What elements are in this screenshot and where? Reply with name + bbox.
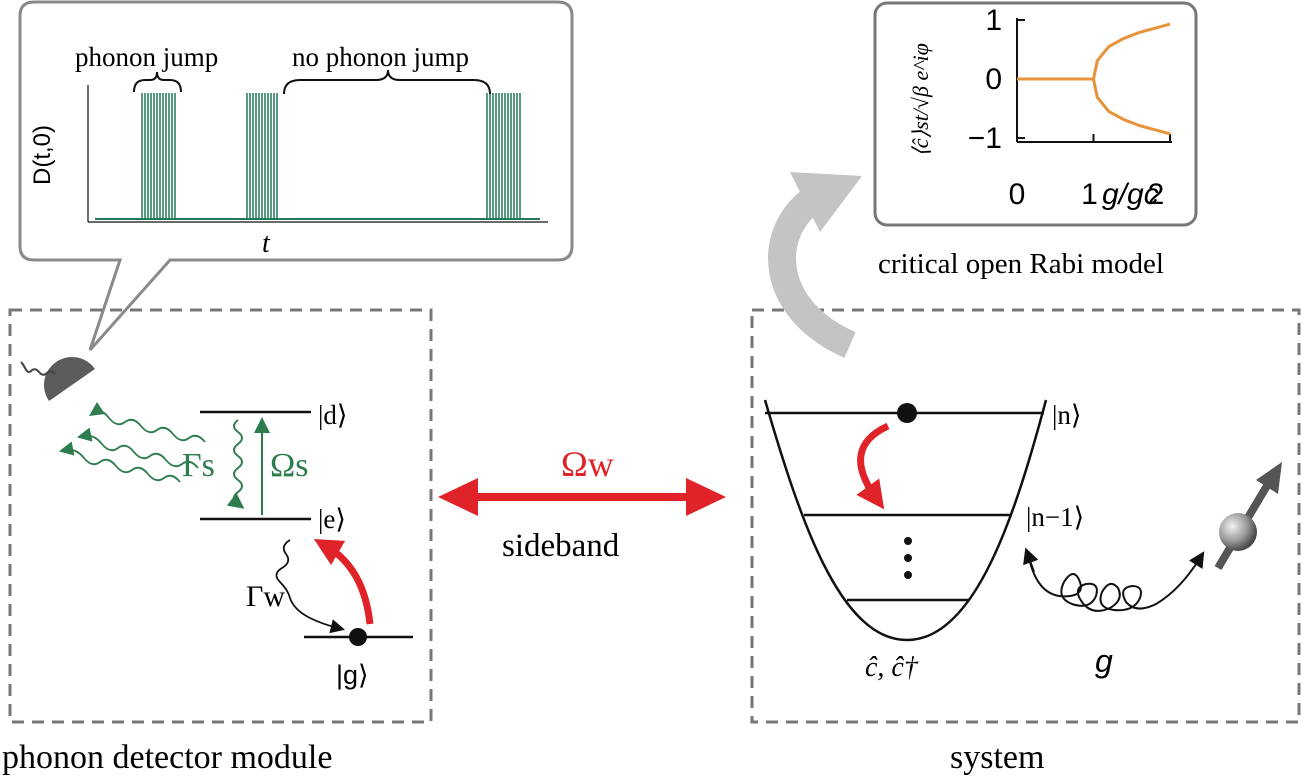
rabi-series-1 — [1092, 22, 1171, 80]
jump-burst-2 — [246, 93, 278, 219]
red-excitation-arrow — [313, 538, 374, 625]
vertical-ellipsis — [904, 537, 912, 579]
level-n-label: |n⟩ — [1052, 400, 1081, 430]
rabi-curves — [1017, 22, 1171, 136]
system-box — [750, 308, 1301, 724]
rabi-plot-frame — [873, 1, 1198, 227]
gamma-w-decay — [275, 539, 345, 634]
coupling-coil — [1029, 551, 1205, 612]
rabi-x-tick-label: 1 — [1081, 178, 1098, 211]
rabi-series-2 — [1092, 78, 1171, 136]
gamma-w-label: Γw — [246, 580, 285, 613]
level-g-label: |g⟩ — [336, 660, 369, 690]
gray-curved-arrow — [768, 188, 857, 358]
rabi-y-label: ⟨ĉ⟩st/√β e^iφ — [908, 43, 933, 157]
gamma-s-decay — [226, 419, 245, 509]
gamma-s-label: Γs — [182, 447, 215, 484]
brace-no-phonon-jump — [283, 69, 491, 95]
sideband-label: sideband — [502, 528, 620, 564]
harmonic-potential — [763, 399, 1048, 642]
jump-burst-3 — [486, 93, 521, 219]
rabi-y-tick-label: 0 — [985, 63, 1002, 96]
coupling-coil-start — [1023, 547, 1039, 573]
detector-module-label: phonon detector module — [2, 739, 332, 776]
level-d-label: |d⟩ — [318, 400, 347, 430]
red-transition-arrow — [856, 422, 890, 510]
annotation-no-phonon-jump: no phonon jump — [292, 42, 469, 72]
rabi-y-tick-label: 1 — [985, 4, 1002, 37]
detector-module-box — [8, 308, 433, 724]
level-e-label: |e⟩ — [318, 504, 346, 534]
operators-label: ĉ, ĉ† — [865, 652, 919, 683]
spin-arrow-head — [1256, 462, 1282, 494]
inset-x-label: t — [262, 228, 271, 259]
speech-bubble — [18, 0, 574, 351]
omega-s-label: Ωs — [270, 447, 309, 484]
detector-icon — [44, 357, 95, 402]
sideband-double-arrow — [438, 478, 726, 516]
gray-curved-arrow-head — [790, 172, 862, 232]
rabi-x-tick-label: 0 — [1009, 178, 1026, 211]
rabi-x-label: g/gc — [1102, 178, 1159, 211]
inset-y-label: D(t,0) — [29, 125, 56, 185]
rabi-x-tick-label: 2 — [1148, 178, 1165, 211]
jump-burst-1 — [141, 93, 176, 219]
ground-state-dot — [349, 628, 367, 646]
annotation-phonon-jump: phonon jump — [75, 42, 218, 72]
emitted-photon-waves — [58, 402, 206, 483]
phonon-state-dot — [897, 403, 917, 423]
rabi-caption: critical open Rabi model — [878, 248, 1164, 280]
rabi-y-tick-label: −1 — [968, 122, 1002, 155]
coupling-g-label: g — [1095, 643, 1113, 679]
system-label: system — [950, 739, 1044, 776]
brace-phonon-jump — [133, 71, 182, 93]
level-n-minus-1-label: |n−1⟩ — [1026, 502, 1084, 532]
detector-wire — [20, 361, 56, 376]
omega-w-label: Ωw — [561, 444, 614, 484]
spin-ball-icon — [1219, 513, 1257, 551]
